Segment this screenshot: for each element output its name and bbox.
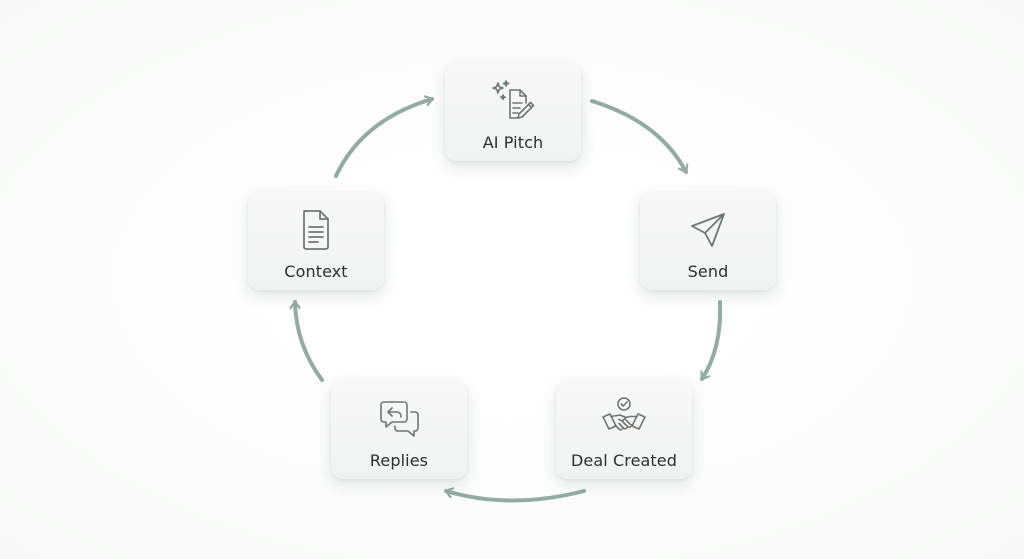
node-label: Context [284,262,348,281]
arrow-deal-created-to-replies [444,487,586,503]
arrow-replies-to-context [289,300,324,382]
node-replies: Replies [331,381,467,479]
node-ai-pitch: AI Pitch [445,63,581,161]
node-context: Context [248,192,384,290]
node-label: Deal Created [570,451,678,470]
node-deal-created: Deal Created [556,381,692,479]
arrow-context-to-ai-pitch [334,95,434,178]
handshake-check-icon [600,395,648,443]
arrow-send-to-deal-created [700,300,723,381]
arrow-ai-pitch-to-send [590,99,689,174]
node-label: AI Pitch [482,133,544,152]
document-icon [292,206,340,254]
node-send: Send [640,192,776,290]
chat-reply-icon [375,395,423,443]
node-label: Send [687,262,729,281]
node-label: Replies [369,451,429,470]
sparkle-document-pen-icon [489,77,537,125]
paper-plane-icon [684,206,732,254]
